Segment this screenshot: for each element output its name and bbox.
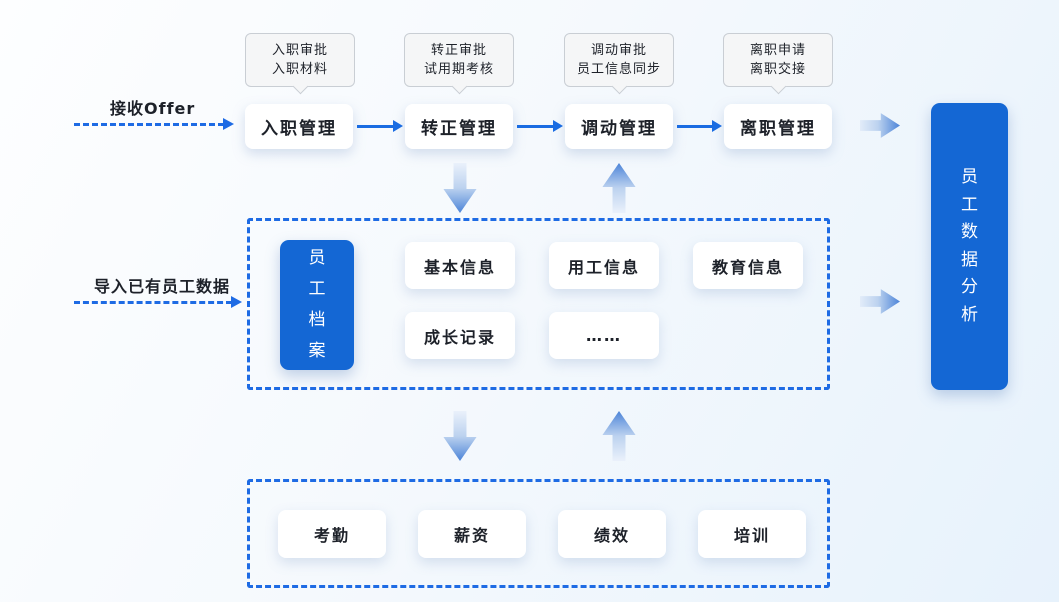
gradient-arrow-down-icon — [443, 411, 477, 461]
archive-item-label: 用工信息 — [567, 257, 640, 277]
stage-resignation: 离职管理 — [724, 104, 832, 149]
import-label: 导入已有员工数据 — [94, 277, 231, 296]
analysis-box: 员工数据分析 — [931, 103, 1008, 390]
archive-item-growth-record: 成长记录 — [405, 312, 515, 359]
gradient-arrow-right-icon — [860, 289, 900, 314]
archive-item-education-info: 教育信息 — [693, 242, 803, 289]
arrow-right-icon — [517, 120, 563, 132]
archive-item-label: …… — [586, 326, 622, 345]
stage-label: 离职管理 — [740, 119, 816, 139]
callout-line: 试用期考核 — [423, 62, 494, 77]
callout-line: 离职交接 — [749, 62, 806, 77]
archive-item-more: …… — [549, 312, 659, 359]
archive-item-employment-info: 用工信息 — [549, 242, 659, 289]
stage-label: 入职管理 — [261, 119, 337, 139]
arrow-right-icon — [677, 120, 722, 132]
module-attendance: 考勤 — [278, 510, 386, 558]
gradient-arrow-down-icon — [443, 163, 477, 213]
archive-panel — [247, 218, 830, 390]
module-label: 考勤 — [313, 526, 350, 545]
module-label: 薪资 — [453, 526, 490, 545]
callout-line: 转正审批 — [430, 43, 487, 58]
archive-title-box: 员工档案 — [280, 240, 354, 370]
module-label: 培训 — [733, 526, 770, 545]
callout-line: 入职材料 — [271, 62, 328, 77]
gradient-arrow-up-icon — [602, 411, 636, 461]
stage-onboarding: 入职管理 — [245, 104, 353, 149]
archive-item-basic-info: 基本信息 — [405, 242, 515, 289]
modules-panel — [247, 479, 830, 588]
module-salary: 薪资 — [418, 510, 526, 558]
stage-label: 调动管理 — [581, 119, 657, 139]
dashed-arrow-right-icon — [74, 296, 242, 308]
callout-transfer: 调动审批 员工信息同步 — [564, 33, 674, 87]
module-training: 培训 — [698, 510, 806, 558]
gradient-arrow-right-icon — [860, 113, 900, 138]
analysis-title: 员工数据分析 — [960, 167, 978, 325]
callout-line: 员工信息同步 — [576, 62, 661, 77]
callout-resignation: 离职申请 离职交接 — [723, 33, 833, 87]
callout-onboarding: 入职审批 入职材料 — [245, 33, 355, 87]
stage-confirmation: 转正管理 — [405, 104, 513, 149]
offer-label: 接收Offer — [110, 99, 196, 118]
module-label: 绩效 — [593, 526, 630, 545]
archive-item-label: 成长记录 — [423, 327, 496, 347]
callout-line: 入职审批 — [271, 43, 328, 58]
archive-item-label: 教育信息 — [711, 257, 784, 277]
arrow-right-icon — [357, 120, 403, 132]
archive-title: 员工档案 — [308, 248, 326, 361]
stage-label: 转正管理 — [421, 119, 497, 139]
callout-line: 离职申请 — [749, 43, 806, 58]
dashed-arrow-right-icon — [74, 118, 234, 130]
archive-item-label: 基本信息 — [423, 257, 496, 277]
gradient-arrow-up-icon — [602, 163, 636, 213]
stage-transfer: 调动管理 — [565, 104, 673, 149]
module-performance: 绩效 — [558, 510, 666, 558]
callout-confirmation: 转正审批 试用期考核 — [404, 33, 514, 87]
callout-line: 调动审批 — [590, 43, 647, 58]
